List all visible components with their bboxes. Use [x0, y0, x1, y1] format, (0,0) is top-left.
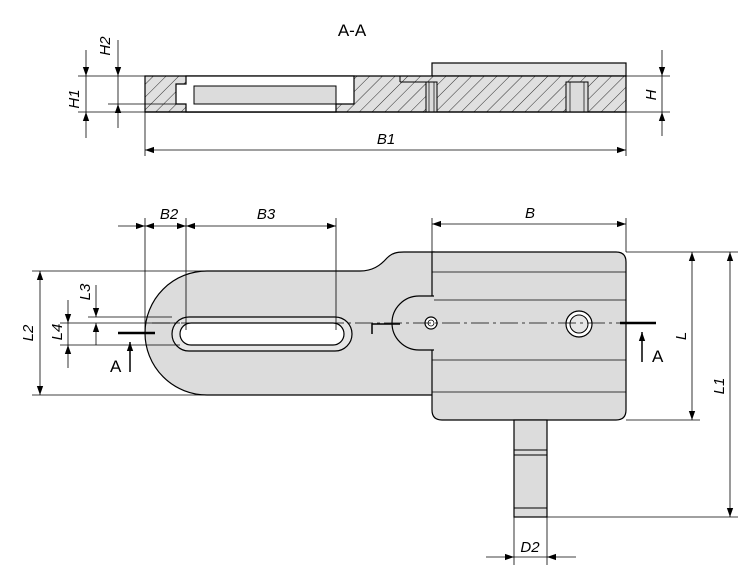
dim-h1-label: H1	[66, 89, 83, 108]
dim-b3-label: B3	[257, 206, 276, 223]
dim-d2-label: D2	[520, 539, 540, 556]
dim-b1-label: B1	[377, 131, 395, 148]
dim-l4-label: L4	[49, 324, 66, 341]
dim-b1	[144, 112, 627, 156]
dim-h1-h2	[78, 40, 176, 138]
section-cut-line	[371, 323, 400, 334]
dim-l-label: L	[673, 332, 690, 340]
dim-d2	[486, 517, 576, 565]
dim-h	[626, 50, 670, 136]
dim-b2-b3	[118, 218, 337, 330]
dim-l2	[32, 270, 207, 396]
section-top-bar	[431, 62, 627, 77]
plan-base-block	[431, 251, 627, 421]
plan-slot-inner	[179, 322, 345, 346]
dim-b2-label: B2	[160, 206, 179, 223]
dim-l3-l4	[60, 285, 180, 368]
dim-l1	[547, 251, 738, 518]
section-title: A-A	[338, 21, 367, 40]
plan-pin	[513, 419, 548, 518]
section-view	[144, 62, 627, 113]
plan-view	[118, 251, 656, 518]
section-slot-inner	[193, 85, 337, 105]
section-small-hole	[425, 81, 438, 113]
section-marker-left: A	[110, 357, 122, 376]
dim-h2-label: H2	[97, 36, 114, 56]
section-marker-right: A	[652, 347, 664, 366]
section-threaded-hole	[565, 81, 589, 113]
dim-b-label: B	[525, 205, 535, 222]
dim-l3-label: L3	[77, 283, 94, 300]
dim-b	[431, 218, 627, 252]
dim-l2-label: L2	[20, 324, 37, 341]
dim-l1-label: L1	[711, 378, 728, 395]
dim-h-label: H	[643, 89, 660, 100]
dim-l	[626, 251, 700, 421]
